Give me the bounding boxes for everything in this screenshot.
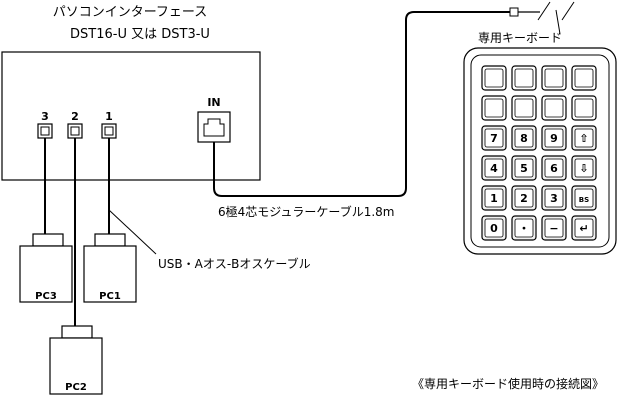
key-label: 3: [550, 192, 558, 205]
interface-title: パソコンインターフェース: [53, 5, 208, 20]
key-r1-c3: [541, 65, 567, 91]
port-label-2: 2: [71, 110, 79, 123]
key-r6-c2: ・: [511, 215, 537, 241]
pc2-unit: [49, 325, 103, 395]
keyboard-keys: 7 8 9 ⇧ 4 5 6 ⇩ 1 2 3 BS 0 ・ − ↵: [481, 65, 597, 241]
key-label: 7: [490, 132, 498, 145]
key-label: 8: [520, 132, 528, 145]
cable-into-keyboard: [555, 9, 561, 35]
interface-box: [1, 51, 261, 181]
key-label: ↵: [579, 222, 588, 235]
pc1-label: PC1: [99, 291, 121, 302]
break-mark-a: [537, 1, 551, 21]
port-label-3: 3: [41, 110, 49, 123]
key-label: 0: [490, 222, 498, 235]
key-label: 4: [490, 162, 498, 175]
key-r1-c4: [571, 65, 597, 91]
break-mark-b: [561, 1, 575, 21]
pc1-unit: [83, 233, 137, 303]
port-label-1: 1: [105, 110, 113, 123]
key-r5-c2: 2: [511, 185, 537, 211]
modular-cable-label: 6極4芯モジュラーケーブル1.8m: [218, 204, 394, 219]
pc2-label: PC2: [65, 382, 87, 393]
key-r6-c1: 0: [481, 215, 507, 241]
usb-port-1: [101, 123, 117, 139]
key-label: 2: [520, 192, 528, 205]
key-r4-c1: 4: [481, 155, 507, 181]
key-r4-c2: 5: [511, 155, 537, 181]
usb-cable-leader: [108, 209, 157, 255]
key-r1-c1: [481, 65, 507, 91]
usb-port-2: [67, 123, 83, 139]
key-r6-c3: −: [541, 215, 567, 241]
key-r1-c2: [511, 65, 537, 91]
keyboard-label: 専用キーボード: [478, 31, 562, 45]
key-label: 6: [550, 162, 558, 175]
key-label: ⇩: [579, 162, 588, 175]
key-r5-c3: 3: [541, 185, 567, 211]
usb-cable-label: USB・Aオス-Bオスケーブル: [158, 256, 311, 271]
key-r3-c4: ⇧: [571, 125, 597, 151]
key-r3-c1: 7: [481, 125, 507, 151]
usb-port-3: [37, 123, 53, 139]
key-r2-c4: [571, 95, 597, 121]
modular-cable: [213, 11, 512, 197]
key-r4-c4: ⇩: [571, 155, 597, 181]
key-r3-c2: 8: [511, 125, 537, 151]
key-r6-c4: ↵: [571, 215, 597, 241]
key-label: 9: [550, 132, 558, 145]
key-label: 5: [520, 162, 528, 175]
in-label: IN: [207, 96, 220, 109]
key-label: ⇧: [579, 132, 588, 145]
key-label: 1: [490, 192, 498, 205]
key-r5-c4: BS: [571, 185, 597, 211]
pc3-unit: [19, 233, 73, 303]
diagram-caption: 《専用キーボード使用時の接続図》: [412, 376, 604, 391]
key-r3-c3: 9: [541, 125, 567, 151]
key-label: −: [549, 222, 558, 235]
interface-model: DST16-U 又は DST3-U: [70, 27, 210, 42]
key-r5-c1: 1: [481, 185, 507, 211]
key-r2-c3: [541, 95, 567, 121]
key-label: ・: [519, 222, 530, 235]
key-r4-c3: 6: [541, 155, 567, 181]
key-r2-c2: [511, 95, 537, 121]
key-label: BS: [579, 196, 589, 204]
modular-jack-in: [197, 111, 231, 143]
key-r2-c1: [481, 95, 507, 121]
pc3-label: PC3: [35, 291, 57, 302]
cable-connector: [509, 7, 519, 17]
